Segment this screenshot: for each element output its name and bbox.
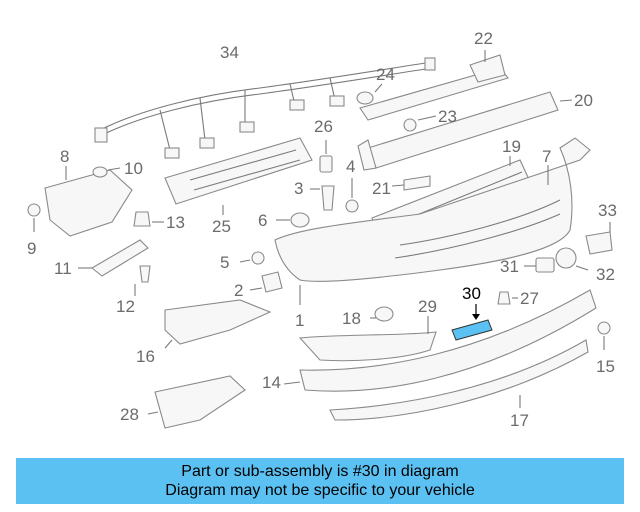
callout-19: 19 <box>502 137 521 156</box>
part-30-reflector <box>451 304 493 341</box>
callout-33: 33 <box>598 201 617 220</box>
part-12-screw <box>134 265 151 296</box>
callout-14: 14 <box>262 373 281 392</box>
callout-11: 11 <box>54 259 72 278</box>
callout-4: 4 <box>346 157 355 176</box>
callout-18: 18 <box>342 309 361 328</box>
callout-9: 9 <box>27 239 36 258</box>
callout-28: 28 <box>120 405 139 424</box>
part-33-sensor-bracket <box>585 222 613 255</box>
part-15-screw <box>597 321 611 350</box>
part-17-diffuser <box>329 339 589 421</box>
part-16-side-support <box>164 299 272 349</box>
part-7-bumper-cover <box>274 137 591 305</box>
part-9-screw <box>27 203 41 232</box>
callout-25: 25 <box>212 217 231 236</box>
part-25-energy-absorber <box>164 137 313 215</box>
part-18-socket <box>370 306 394 322</box>
banner-line-part-info: Part or sub-assembly is #30 in diagram <box>181 463 459 480</box>
callout-20: 20 <box>574 91 593 110</box>
callout-5: 5 <box>220 253 229 272</box>
part-13-nut <box>133 211 164 227</box>
callout-8: 8 <box>60 147 69 166</box>
callout-labels: 34 22 24 20 23 26 19 7 8 10 4 3 21 33 6 … <box>27 29 617 430</box>
part-14-lower-valance <box>283 289 597 392</box>
part-28-side-support <box>147 375 246 429</box>
part-26-retainer <box>319 140 333 173</box>
callout-24: 24 <box>376 65 395 84</box>
callout-34: 34 <box>220 43 239 62</box>
callout-30: 30 <box>462 284 481 303</box>
callout-1: 1 <box>295 311 304 330</box>
part-22-bracket <box>359 50 509 121</box>
part-21-bolt <box>391 175 431 191</box>
exploded-parts-diagram: 34 22 24 20 23 26 19 7 8 10 4 3 21 33 6 … <box>27 29 617 430</box>
part-32-sensor-ring <box>555 247 589 271</box>
part-31-sensor <box>524 257 555 273</box>
callout-17: 17 <box>510 411 529 430</box>
callout-23: 23 <box>438 107 457 126</box>
part-10-screw <box>92 166 121 178</box>
part-3-push-pin <box>310 185 335 211</box>
part-24-clip <box>356 83 383 105</box>
part-23-bolt <box>403 115 437 132</box>
part-11-guide <box>78 239 149 277</box>
callout-21: 21 <box>372 179 391 198</box>
callout-7: 7 <box>542 147 551 166</box>
part-34-wiring-harness <box>94 57 436 159</box>
banner-line-disclaimer: Diagram may not be specific to your vehi… <box>165 482 475 499</box>
callout-29: 29 <box>418 297 437 316</box>
callout-26: 26 <box>314 117 333 136</box>
callout-12: 12 <box>116 297 135 316</box>
callout-3: 3 <box>294 179 303 198</box>
callout-16: 16 <box>136 347 155 366</box>
callout-10: 10 <box>124 159 143 178</box>
callout-31: 31 <box>500 257 519 276</box>
part-4-nut <box>345 178 359 213</box>
part-20-impact-bar <box>357 91 573 171</box>
info-banner: Part or sub-assembly is #30 in diagram D… <box>16 458 624 504</box>
part-5-screw <box>239 251 265 265</box>
part-6-grommet <box>276 212 310 228</box>
callout-15: 15 <box>596 357 615 376</box>
callout-27: 27 <box>520 289 539 308</box>
part-27-clip <box>497 291 518 305</box>
callout-32: 32 <box>596 265 615 284</box>
callout-22: 22 <box>474 29 493 48</box>
callout-6: 6 <box>258 211 267 230</box>
part-8-side-bracket <box>44 166 133 237</box>
part-29-trim <box>298 316 437 362</box>
part-2-bracket <box>249 271 283 293</box>
callout-13: 13 <box>166 213 185 232</box>
callout-2: 2 <box>234 281 243 300</box>
